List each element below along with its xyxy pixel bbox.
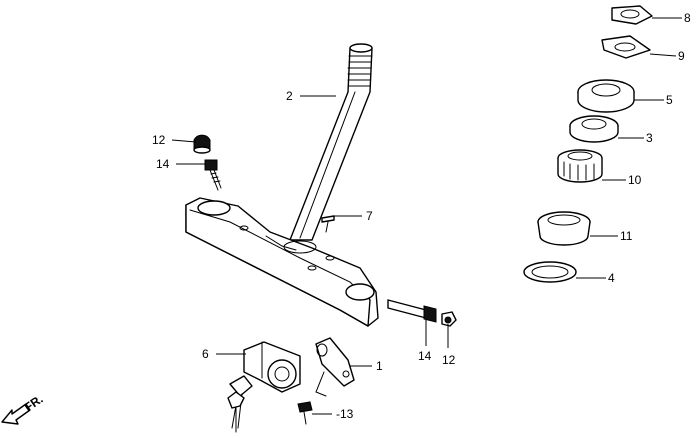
part-6-steering-lock (243, 341, 301, 393)
part-12-nut-lower (441, 311, 457, 327)
callout-14-lower: 14 (418, 349, 432, 363)
callout-8: 8 (684, 11, 691, 25)
callout-13: -13 (336, 407, 354, 421)
callout-6: 6 (202, 347, 209, 361)
callout-12-upper: 12 (152, 133, 166, 147)
part-3-bearing-race (569, 115, 619, 143)
part-8-lock-nut (611, 5, 653, 25)
callout-1: 1 (376, 359, 383, 373)
part-13-screw (297, 401, 313, 425)
callout-14-upper: 14 (156, 157, 170, 171)
callout-2: 2 (286, 89, 293, 103)
part-14-bolt-lower (387, 299, 437, 323)
callout-11: 11 (620, 229, 633, 243)
part-14-bolt-upper (204, 159, 222, 191)
part-10-bearing (557, 149, 603, 183)
bottom-bridge (185, 197, 379, 327)
callout-12-lower: 12 (442, 353, 456, 367)
steering-stem (289, 43, 373, 241)
callout-3: 3 (646, 131, 653, 145)
callout-10: 10 (628, 173, 642, 187)
ignition-key-icon (227, 375, 253, 433)
part-7-screw (321, 215, 335, 233)
part-12-cap-nut-upper (193, 134, 211, 154)
callout-7: 7 (366, 209, 373, 223)
callout-5: 5 (666, 93, 673, 107)
callout-labels: 2 12 14 7 8 9 5 3 10 11 4 14 12 6 1 -13 … (22, 11, 691, 421)
callout-9: 9 (678, 49, 685, 63)
part-4-dust-seal (523, 261, 577, 283)
part-11-lower-race (537, 211, 591, 246)
front-arrow-icon (1, 403, 31, 425)
callout-4: 4 (608, 271, 615, 285)
part-9-lock-washer (601, 35, 651, 59)
part-1-lock-bracket (315, 337, 355, 397)
part-5-adjusting-nut (577, 79, 635, 113)
leader-lines (171, 17, 682, 415)
